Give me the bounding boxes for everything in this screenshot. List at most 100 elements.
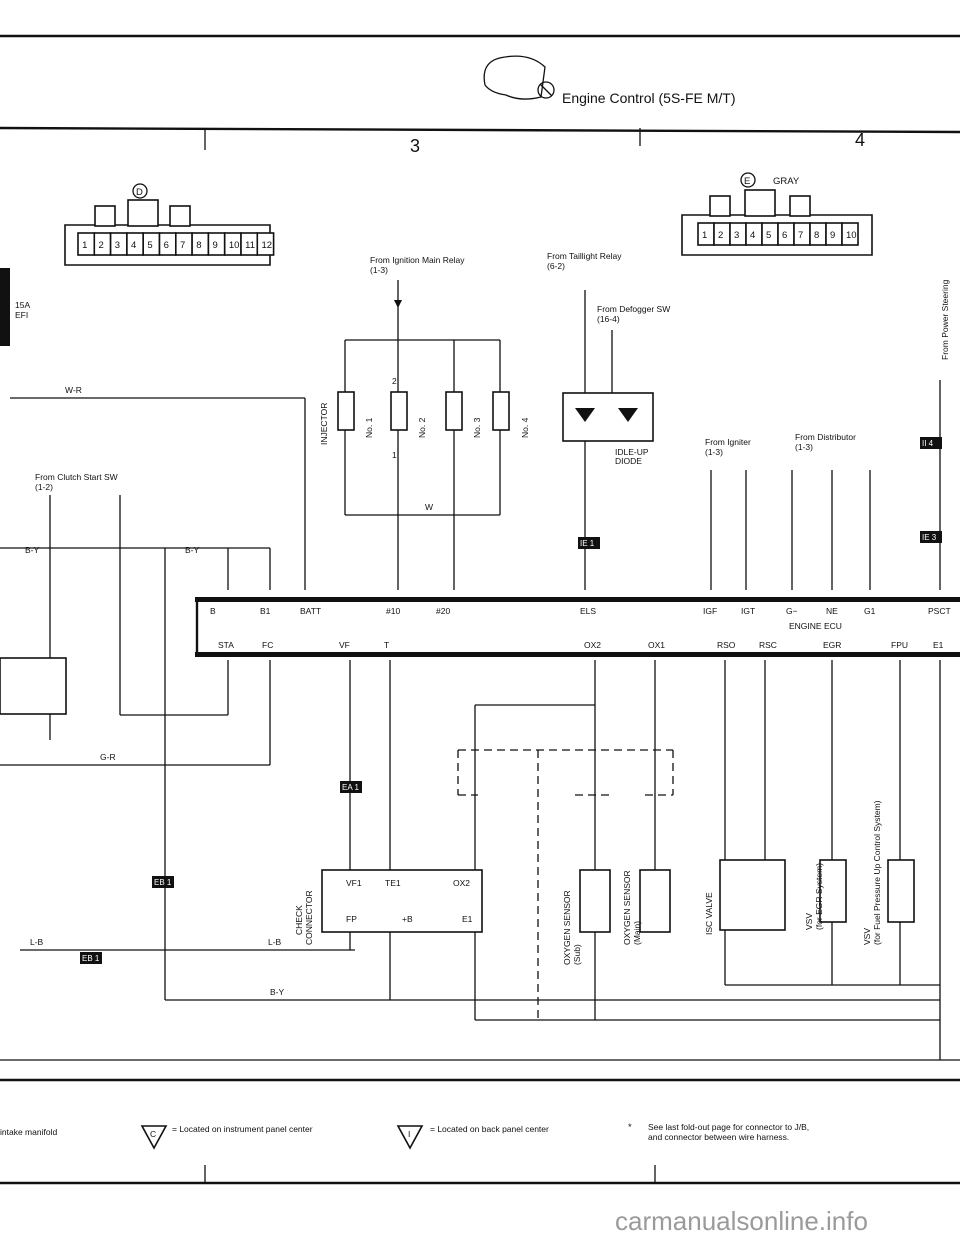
badge-ii4: II 4 [920,437,942,449]
vsv-units: VSV (for EGR System) VSV (for Fuel Press… [0,660,960,1061]
ecu-top-terminal: ELS [580,606,596,616]
footer-star-note2: and connector between wire harness. [648,1132,789,1142]
connector-e-color: GRAY [773,176,800,187]
connector-e-pin-label: 7 [798,230,803,241]
defogger-ref: (16-4) [597,314,620,324]
ecu-bottom-terminal: STA [218,640,234,650]
igniter-ref: (1-3) [705,447,723,457]
check-connector-label2: CONNECTOR [304,890,314,945]
isc-label: ISC VALVE [704,892,714,935]
connector-d-pin-label: 5 [147,240,152,251]
connector-e-pin-label: 4 [750,230,755,241]
connector-d-pin-label: 7 [180,240,185,251]
footer-legend: intake manifold C = Located on instrumen… [0,1122,809,1150]
check-connector: VF1 TE1 OX2 FP +B E1 CHECK CONNECTOR EA … [294,660,595,1020]
connector-e-pin-label: 5 [766,230,771,241]
svg-text:IE 3: IE 3 [922,533,937,542]
ign-relay-label: From Ignition Main Relay [370,255,465,265]
svg-text:EA 1: EA 1 [342,783,359,792]
injector-ground-wire: W [425,502,433,512]
connector-d-pin-label: 8 [196,240,201,251]
injector-no3: No. 3 [472,417,482,438]
connector-e-pin-label: 9 [830,230,835,241]
ecu-bottom-terminal: FPU [891,640,908,650]
column-number-3: 3 [410,136,420,156]
connector-d-pin-label: 1 [82,240,87,251]
taillight-label: From Taillight Relay [547,251,622,261]
footer-c-note: = Located on instrument panel center [172,1124,313,1134]
ecu-top-terminal: #10 [386,606,400,616]
left-circuit: W-R B-Y B-Y G-R B-Y L-B L-B EB 1 EB 1 [0,385,940,1001]
connector-e-pin-label: 6 [782,230,787,241]
watermark-text: carmanualsonline.info [615,1206,868,1236]
connector-e-pin-label: 3 [734,230,739,241]
footer-star-note1: See last fold-out page for connector to … [648,1122,809,1132]
column-number-4: 4 [855,130,865,150]
power-steering-wire: II 4 IE 3 [920,380,942,590]
check-te1: TE1 [385,878,401,888]
ecu-top-terminal: B1 [260,606,271,616]
wire-lb: L-B [30,937,44,947]
connector-d-pin-label: 3 [115,240,120,251]
badge-ie1: IE 1 [578,537,600,549]
footer-c-letter: C [150,1129,156,1139]
svg-text:IE 1: IE 1 [580,539,595,548]
connector-d-pin-label: 4 [131,240,136,251]
ecu-top-terminal: G− [786,606,798,616]
footer-i-note: = Located on back panel center [430,1124,549,1134]
ecu-bottom-terminal: RSC [759,640,777,650]
clutch-label: From Clutch Start SW [35,472,118,482]
svg-text:II 4: II 4 [922,439,934,448]
wire-wr: W-R [65,385,82,395]
ecu-top-terminal: G1 [864,606,876,616]
footer-rules [0,1078,960,1185]
engine-icon [483,55,555,100]
igniter-label: From Igniter [705,437,751,447]
ecu-bottom-terminal: FC [262,640,273,650]
wire-gr: G-R [100,752,116,762]
ecu-bottom-terminal: EGR [823,640,841,650]
injector-label: INJECTOR [319,403,329,445]
ecu-top-terminal: PSCT [928,606,951,616]
ecu-top-terminal: BATT [300,606,321,616]
source-labels: From Ignition Main Relay (1-3) From Tail… [35,251,950,492]
header-rules: 3 4 [0,34,960,156]
connector-e-pin-cell [841,222,859,246]
oxygen-sub-label2: (Sub) [572,944,582,965]
connector-e-pin-label: 1 [702,230,707,241]
vsv-egr-label2: (for EGR System) [814,863,824,930]
check-fp: FP [346,914,357,924]
badge-eb1: EB 1 [80,952,102,964]
injector-pin-label: 1 [392,450,397,460]
ecu-bottom-terminal: VF [339,640,350,650]
injector-no1: No. 1 [364,417,374,438]
injector-no4: No. 4 [520,417,530,438]
ecu-bottom-terminal: T [384,640,389,650]
connector-d-pin-label: 9 [213,240,218,251]
check-vf1: VF1 [346,878,362,888]
connector-e-letter: E [744,176,750,187]
idle-diode-line1: IDLE-UP [615,447,649,457]
power-steering-label: From Power Steering [940,279,950,360]
ecu-bottom-terminal: OX2 [584,640,601,650]
connector-d-pin-label: 6 [164,240,169,251]
wire-by: B-Y [185,545,200,555]
wire-by-bottom: B-Y [270,987,285,997]
badge-eb1: EB 1 [152,876,174,888]
idle-up-diode: IDLE-UP DIODE IE 1 [562,290,654,590]
igniter-distributor-wires [710,470,871,590]
ecu-bottom-terminal: E1 [933,640,944,650]
oxygen-sensors: OXYGEN SENSOR (Sub) OXYGEN SENSOR (Main) [457,660,940,1021]
connector-d-pin-label: 12 [261,240,272,251]
ign-relay-ref: (1-3) [370,265,388,275]
ecu-name: ENGINE ECU [789,621,842,631]
connector-d-pin-label: 2 [98,240,103,251]
footer-left-text: intake manifold [0,1127,57,1137]
oxygen-main-label: OXYGEN SENSOR [622,870,632,945]
defogger-label: From Defogger SW [597,304,670,314]
check-e1: E1 [462,914,473,924]
injector-pin-label: 2 [392,376,397,386]
